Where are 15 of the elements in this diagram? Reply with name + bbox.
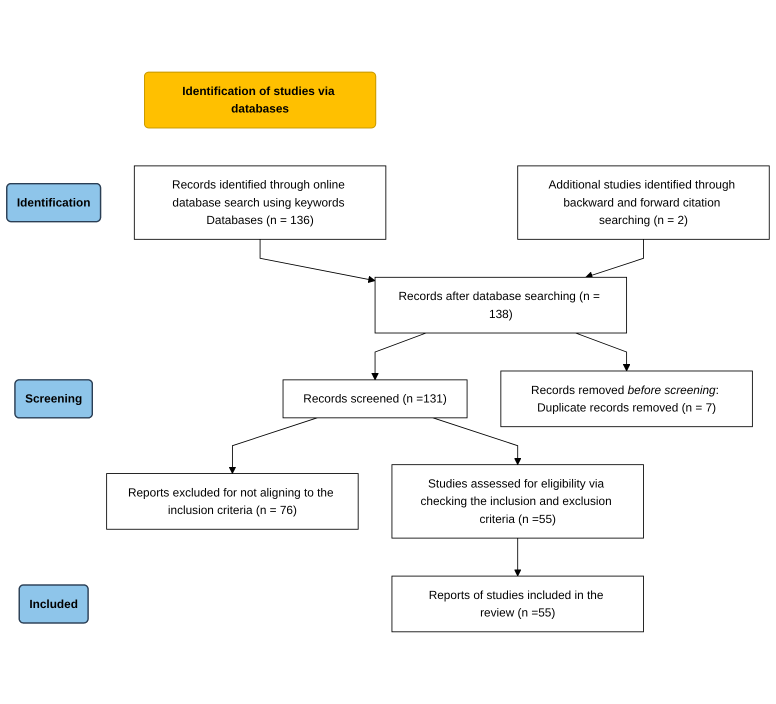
arrow	[585, 238, 644, 279]
node-box: Studies assessed for eligibility via checking the inclusion and exclusion criteria (n =55)	[392, 464, 644, 539]
node-box: Records screened (n =131)	[282, 379, 468, 418]
arrow	[432, 417, 522, 466]
node-box: Additional studies identified through backward and forward citation searching (n = 2)	[517, 165, 770, 240]
arrow	[575, 332, 630, 372]
arrow	[514, 538, 522, 576]
node-box: Records removed before screening: Duplicate records removed (n = 7)	[500, 370, 753, 428]
arrow	[260, 238, 376, 284]
node-box: Reports of studies included in the review (n =55)	[392, 576, 644, 632]
arrow	[371, 332, 426, 380]
node-box: Reports excluded for not aligning to the inclusion criteria (n = 76)	[106, 473, 359, 530]
node-box: Records after database searching (n = 138)	[374, 276, 628, 334]
node-box: Records identified through online database search using keywords Databases (n = 136)	[134, 165, 386, 240]
arrow	[228, 417, 318, 474]
